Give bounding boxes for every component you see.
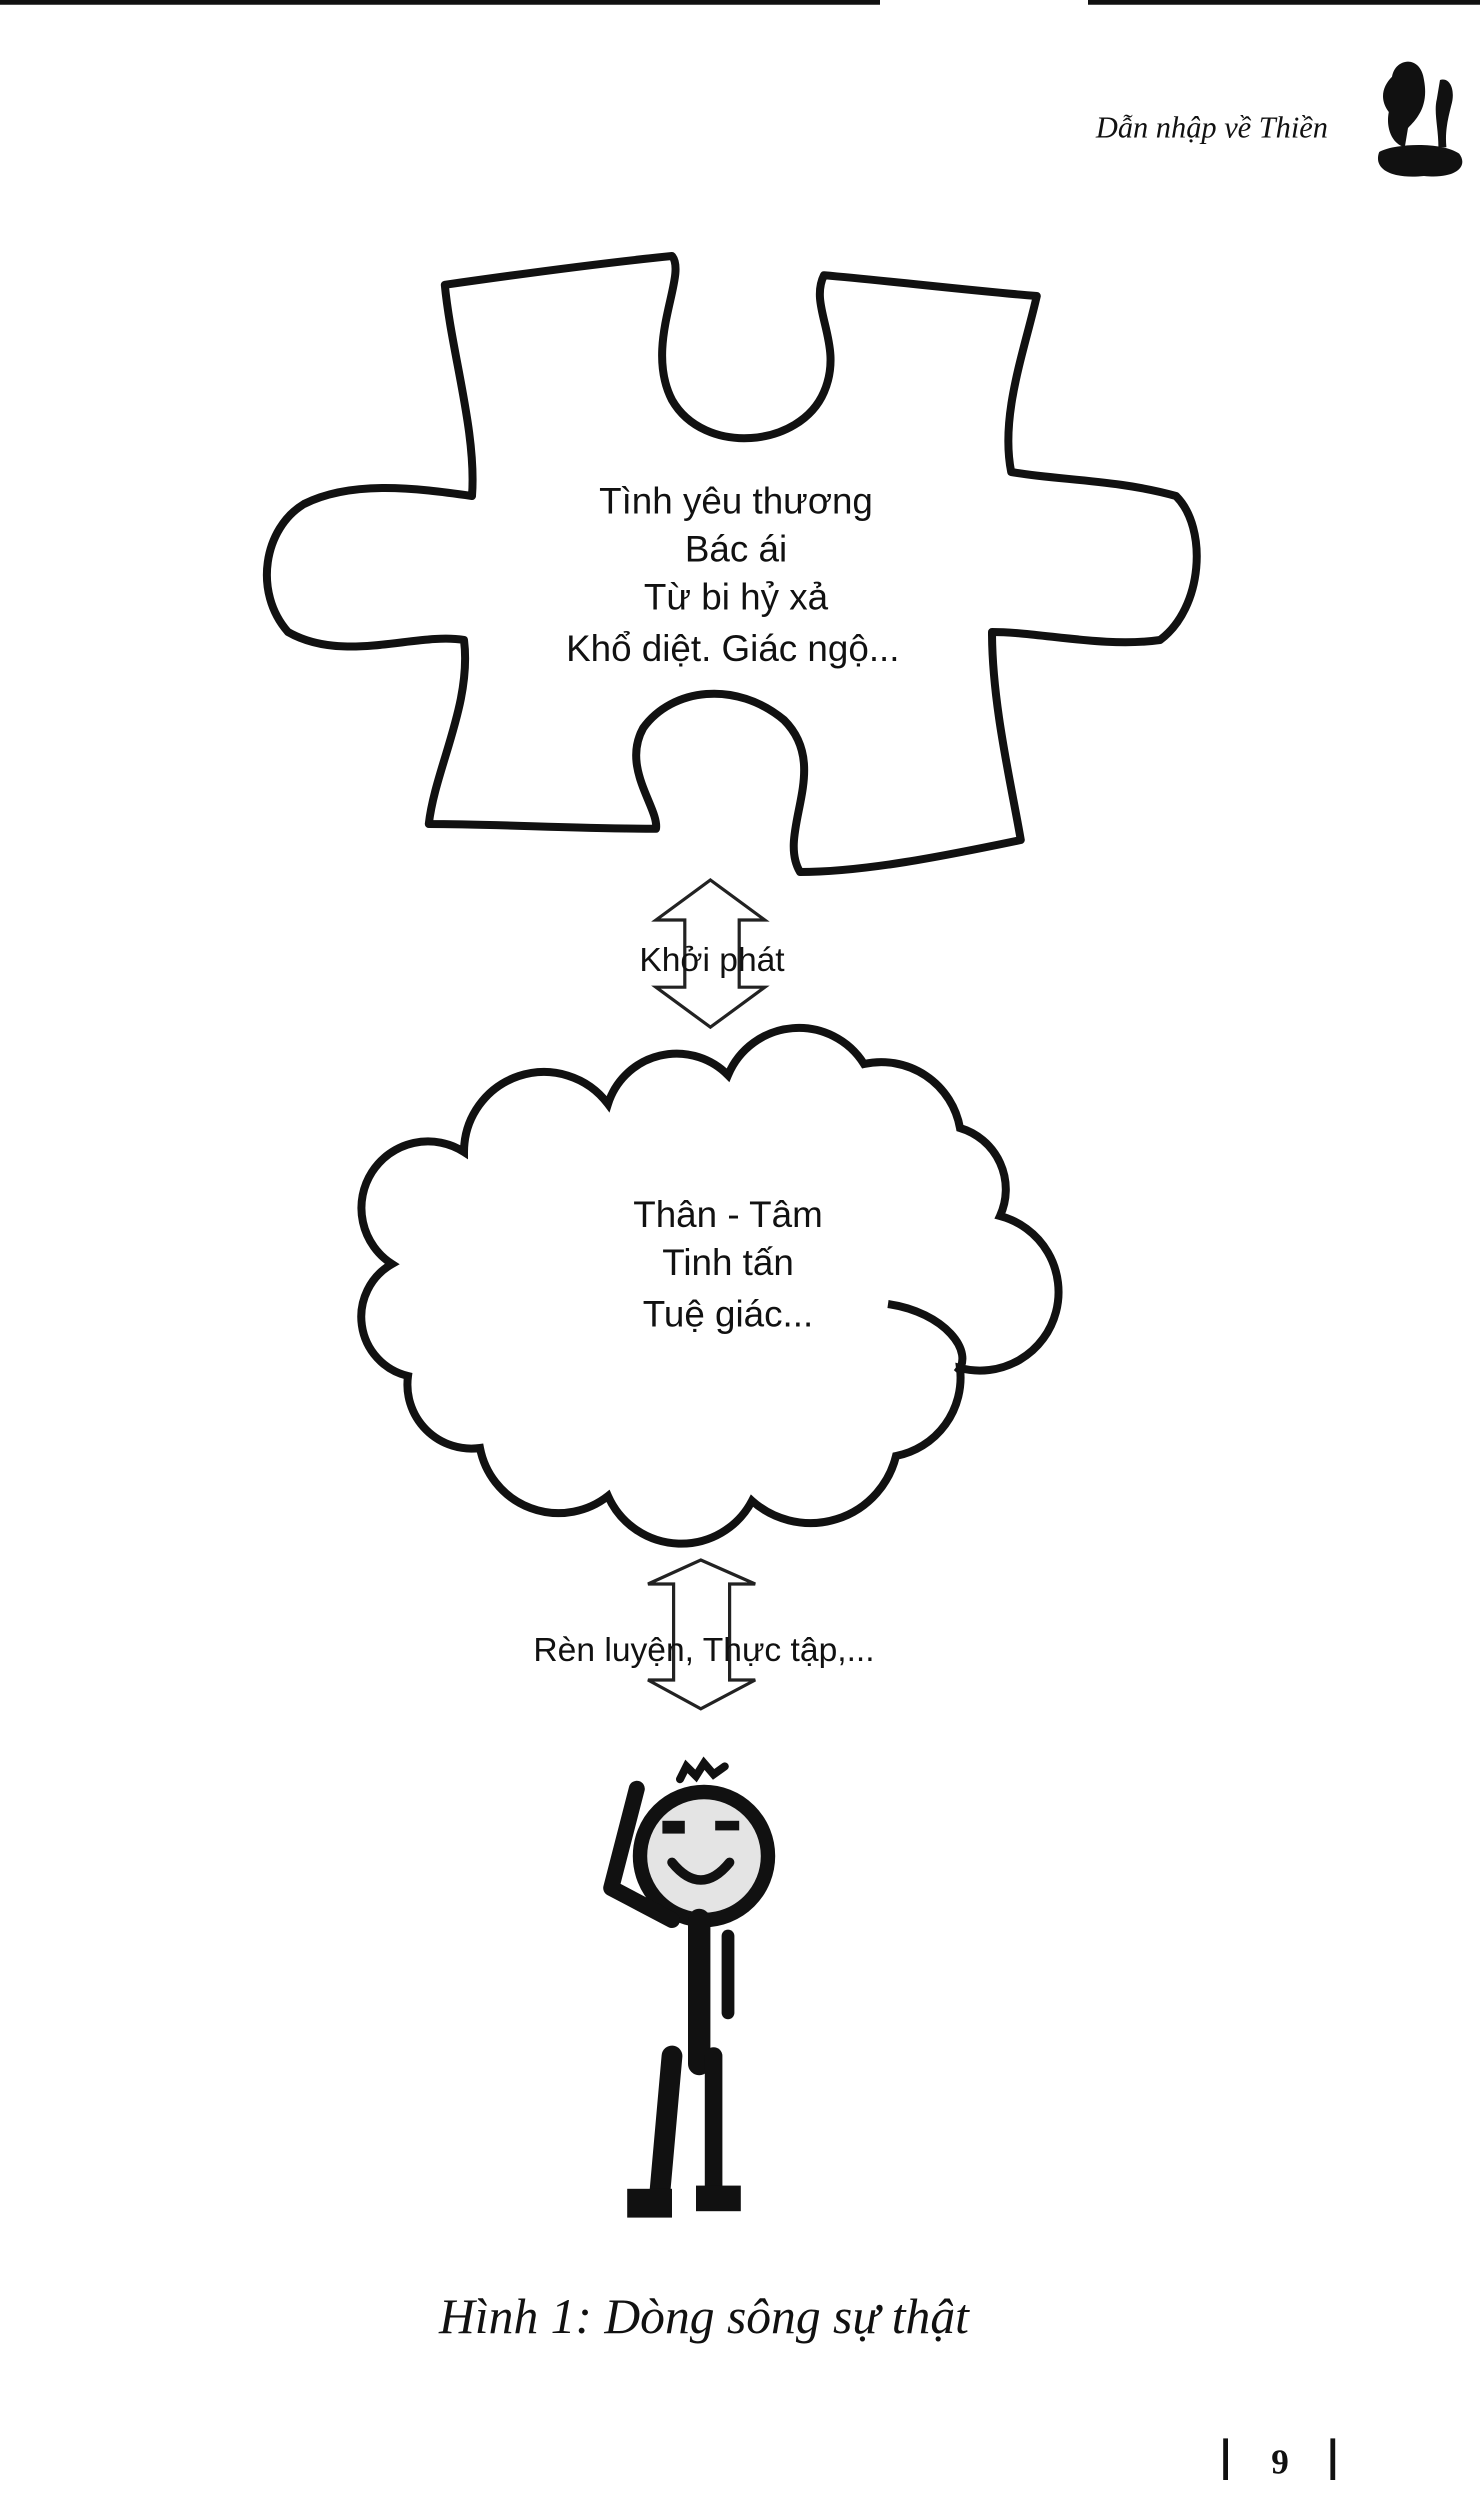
page-number: 9 [1271,2443,1289,2482]
puzzle-text: Tình yêu thương Bác ái Từ bi hỷ xả Khổ d… [566,481,899,669]
cloud-line: Thân - Tâm [633,1194,823,1235]
puzzle-line: Tình yêu thương [599,481,873,522]
puzzle-line: Khổ diệt. Giác ngộ... [566,628,899,669]
cloud-inner-stroke [887,1300,967,1376]
arrow-label-top: Khởi phát [639,942,785,979]
cloud-shape [357,1023,1063,1548]
puzzle-line: Bác ái [685,529,787,570]
puzzle-piece-shape [262,252,1201,876]
double-arrow-icon [647,1558,756,1711]
running-title: Dẫn nhập về Thiền [1095,111,1328,145]
stick-figure-icon [603,1756,776,2218]
arrow-label-bottom: Rèn luyện, Thực tập,... [533,1632,874,1669]
double-arrow-icon [651,878,770,1030]
cloud-text: Thân - Tâm Tinh tấn Tuệ giác... [633,1194,823,1334]
cloud-line: Tuệ giác... [643,1293,813,1334]
tree-logo-icon [1377,61,1463,177]
figure-caption: Hình 1: Dòng sông sự thật [438,2289,970,2344]
cloud-line: Tinh tấn [662,1242,794,1283]
puzzle-line: Từ bi hỷ xả [644,577,829,618]
